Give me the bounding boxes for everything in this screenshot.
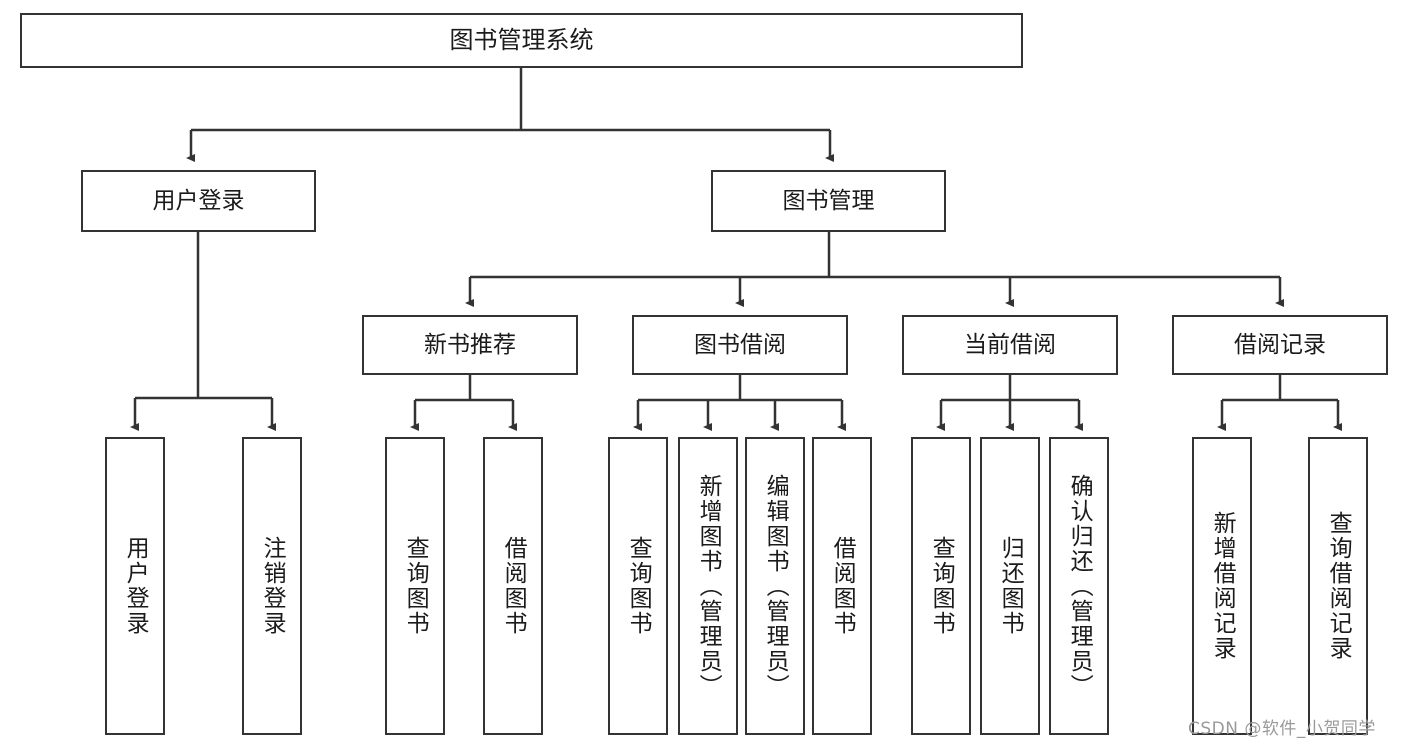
node-current-borrow[interactable]: 当前借阅 (902, 315, 1118, 375)
node-label: 查询图书 (402, 536, 429, 636)
node-leaf-user-login[interactable]: 用户登录 (105, 437, 165, 735)
node-label: 新增图书（管理员） (695, 473, 722, 699)
node-borrow-record[interactable]: 借阅记录 (1172, 315, 1388, 375)
node-label: 借阅图书 (500, 536, 527, 636)
node-label: 借阅记录 (1234, 331, 1326, 358)
node-label: 注销登录 (259, 536, 286, 636)
node-label: 确认归还（管理员） (1066, 473, 1093, 699)
node-new-book-recommend[interactable]: 新书推荐 (362, 315, 578, 375)
csdn-watermark: CSDN @软件_小贺同学 (1188, 719, 1376, 739)
node-user-login[interactable]: 用户登录 (81, 170, 316, 232)
node-root-book-management-system[interactable]: 图书管理系统 (20, 13, 1023, 68)
node-leaf-query-book-borrow[interactable]: 查询图书 (608, 437, 668, 735)
node-label: 查询图书 (625, 536, 652, 636)
node-label: 用户登录 (122, 536, 149, 636)
node-leaf-query-book-current[interactable]: 查询图书 (911, 437, 971, 735)
node-leaf-borrow-book[interactable]: 借阅图书 (812, 437, 872, 735)
node-leaf-return-book[interactable]: 归还图书 (980, 437, 1040, 735)
node-label: 借阅图书 (829, 536, 856, 636)
node-leaf-logout[interactable]: 注销登录 (242, 437, 302, 735)
node-label: 用户登录 (152, 187, 245, 214)
node-book-management[interactable]: 图书管理 (711, 170, 946, 232)
node-leaf-borrow-book-recommend[interactable]: 借阅图书 (483, 437, 543, 735)
node-label: 当前借阅 (964, 331, 1056, 358)
node-label: 归还图书 (997, 536, 1024, 636)
node-leaf-query-book-recommend[interactable]: 查询图书 (385, 437, 445, 735)
node-leaf-edit-book-admin[interactable]: 编辑图书（管理员） (745, 437, 805, 735)
node-label: 图书管理系统 (449, 25, 594, 54)
node-label: 图书管理 (782, 187, 875, 214)
node-leaf-add-borrow-record[interactable]: 新增借阅记录 (1192, 437, 1252, 735)
node-label: 新增借阅记录 (1209, 511, 1236, 661)
node-leaf-add-book-admin[interactable]: 新增图书（管理员） (678, 437, 738, 735)
node-leaf-query-borrow-record[interactable]: 查询借阅记录 (1308, 437, 1368, 735)
node-label: 查询图书 (928, 536, 955, 636)
node-label: 查询借阅记录 (1325, 511, 1352, 661)
node-label: 编辑图书（管理员） (762, 473, 789, 699)
node-leaf-confirm-return-admin[interactable]: 确认归还（管理员） (1049, 437, 1109, 735)
node-book-borrow[interactable]: 图书借阅 (632, 315, 848, 375)
node-label: 新书推荐 (424, 331, 516, 358)
node-label: 图书借阅 (694, 331, 786, 358)
